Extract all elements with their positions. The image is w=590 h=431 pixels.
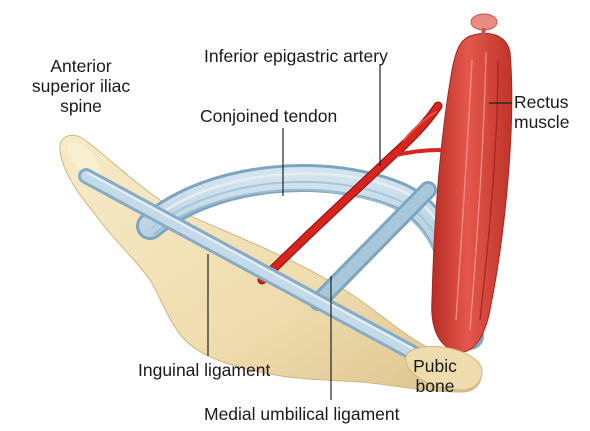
label-asis-line1: Anterior xyxy=(20,56,142,76)
label-pubic-line2: bone xyxy=(408,376,462,396)
label-medial-umbilical: Medial umbilical ligament xyxy=(204,404,400,424)
label-asis: Anterior superior iliac spine xyxy=(20,56,142,116)
label-pubic-bone: Pubic bone xyxy=(408,356,462,396)
label-rectus-line2: muscle xyxy=(514,112,569,132)
label-conjoined-tendon: Conjoined tendon xyxy=(200,106,337,126)
label-inguinal-ligament: Inguinal ligament xyxy=(138,360,270,380)
label-asis-line2: superior iliac xyxy=(20,76,142,96)
label-rectus: Rectus muscle xyxy=(514,92,569,132)
label-rectus-line1: Rectus xyxy=(514,92,569,112)
label-pubic-line1: Pubic xyxy=(408,356,462,376)
label-asis-line3: spine xyxy=(20,96,142,116)
label-inferior-epigastric: Inferior epigastric artery xyxy=(204,46,388,66)
rectus-muscle xyxy=(432,14,512,352)
